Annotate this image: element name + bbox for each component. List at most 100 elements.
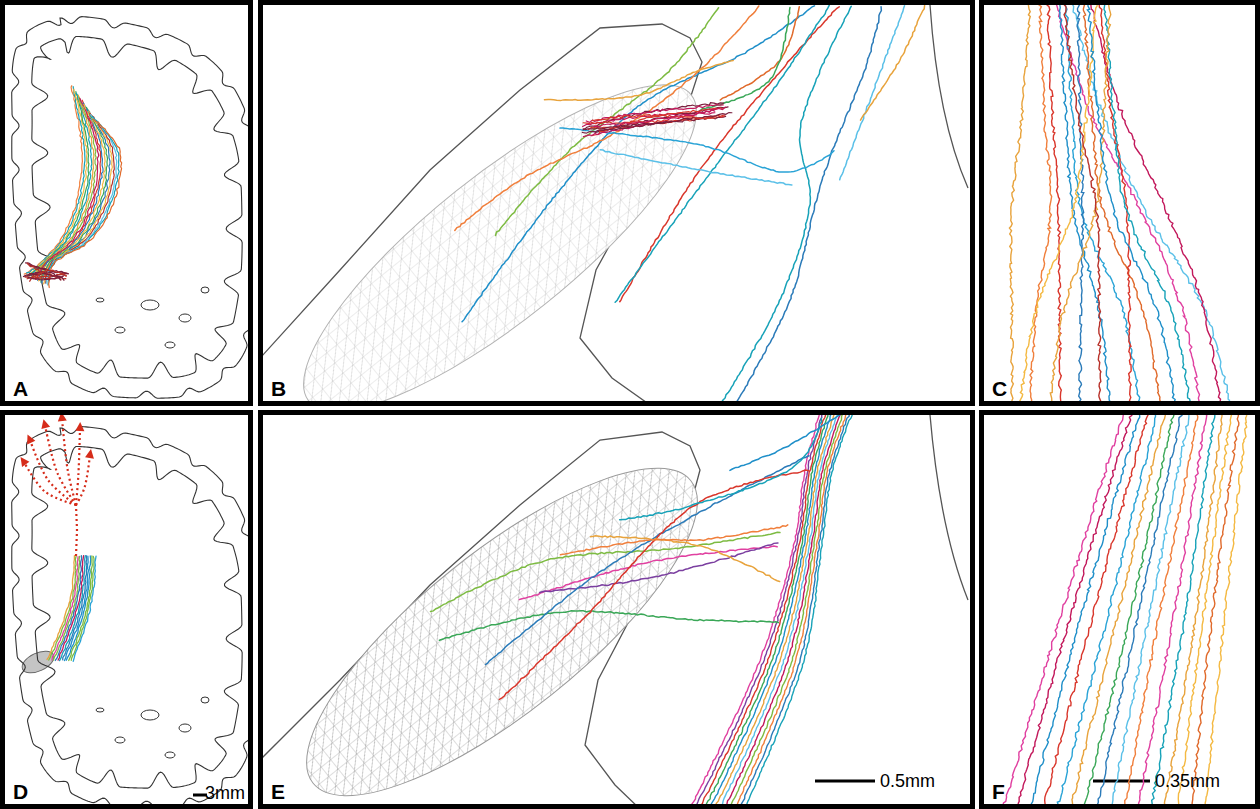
- fiber-tract: [620, 418, 822, 520]
- ventricle-outline: [179, 314, 191, 322]
- fiber-tract: [544, 60, 733, 100]
- ventricle-outline: [179, 724, 191, 732]
- scale-bar-label: 0.5mm: [880, 772, 935, 790]
- fiber-tract: [1047, 5, 1061, 401]
- fiber-tract: [840, 6, 905, 180]
- fiber-tract: [700, 7, 790, 110]
- fiber-tract: [41, 107, 108, 282]
- structure-outline: [930, 5, 968, 188]
- panel-letter: D: [13, 781, 28, 802]
- projection-arrowhead: [75, 422, 84, 431]
- projection-arrowhead: [27, 435, 35, 445]
- projection-arrowhead: [85, 449, 94, 459]
- projection-arrowhead: [58, 415, 67, 421]
- scale-bar: [1093, 780, 1150, 783]
- fiber-tract: [1099, 5, 1131, 401]
- structure-outline: [930, 415, 968, 600]
- panel-e-drawing: [431, 415, 853, 804]
- fiber-tract: [1104, 5, 1191, 401]
- brain-contour: [32, 36, 242, 378]
- fiber-tract: [39, 104, 106, 281]
- ventricle-outline: [96, 708, 104, 712]
- panel-a-drawing: [12, 17, 248, 399]
- fiber-tract: [439, 611, 778, 641]
- panel-b-drawing: [455, 5, 925, 401]
- projection-dotted-line: [62, 418, 76, 505]
- projection-arrowhead: [41, 419, 50, 429]
- figure-panel: F 0.35mm: [979, 410, 1260, 809]
- scale-bar-label: 0.35mm: [1155, 772, 1220, 790]
- brain-contour: [12, 427, 248, 804]
- fiber-tract: [1163, 415, 1223, 804]
- panel-letter: E: [271, 781, 285, 802]
- fiber-tract: [42, 109, 110, 283]
- projection-dotted-line: [30, 440, 76, 505]
- projection-dotted-line: [45, 425, 76, 505]
- panel-d-drawing: [12, 415, 248, 804]
- fiber-tract: [455, 6, 759, 230]
- fiber-tract: [1009, 5, 1031, 401]
- fiber-tract: [720, 7, 799, 100]
- fiber-tract: [860, 6, 924, 121]
- projection-dotted-line: [76, 428, 80, 505]
- panel-letter: C: [992, 378, 1007, 399]
- fiber-tract: [729, 415, 843, 804]
- fiber-tract: [1097, 415, 1182, 804]
- fiber-tract: [1050, 5, 1110, 401]
- fiber-tract: [583, 103, 723, 130]
- brain-contour: [12, 17, 248, 399]
- fiber-tract: [462, 6, 814, 322]
- fiber-tract: [1177, 415, 1232, 804]
- fiber-tract: [718, 415, 838, 804]
- panel-letter: A: [13, 378, 28, 399]
- projection-dotted-line: [76, 455, 90, 505]
- fiber-tract: [24, 273, 64, 280]
- panel-letter: F: [992, 781, 1005, 802]
- panel-letter: B: [271, 378, 286, 399]
- fiber-tract: [27, 264, 68, 274]
- fiber-tract: [730, 415, 840, 470]
- fiber-tract: [560, 525, 787, 555]
- fiber-tract: [44, 111, 113, 284]
- fiber-tract: [45, 113, 114, 283]
- fiber-tract: [1020, 5, 1098, 401]
- ventricle-outline: [115, 327, 125, 333]
- ventricle-outline: [115, 737, 125, 743]
- fiber-tract: [1063, 5, 1101, 401]
- fiber-tract: [1056, 5, 1200, 401]
- fiber-tract: [1001, 415, 1123, 804]
- scale-bar: [815, 780, 875, 783]
- panel-c-drawing: [1009, 5, 1229, 401]
- ventricle-outline: [165, 342, 175, 348]
- figure-panel: C: [979, 0, 1260, 406]
- fiber-tract: [1087, 5, 1175, 401]
- fiber-tract: [1077, 5, 1084, 401]
- projection-arrowhead: [21, 457, 30, 467]
- figure-panel: A: [0, 0, 253, 406]
- fiber-tract: [594, 110, 715, 127]
- fiber-tract: [38, 103, 103, 280]
- fiber-tract: [736, 7, 882, 401]
- fiber-tract: [485, 456, 808, 665]
- ventricle-outline: [165, 752, 175, 758]
- ventricle-outline: [141, 710, 159, 720]
- ventricle-outline: [201, 697, 209, 703]
- fiber-tract: [431, 532, 780, 611]
- figure-panel: E 0.5mm: [258, 410, 975, 809]
- fiber-tract: [1015, 415, 1133, 804]
- fiber-tract: [540, 543, 778, 592]
- ventricle-outline: [141, 300, 159, 310]
- fiber-tract: [1089, 5, 1221, 401]
- fiber-tract: [582, 113, 732, 134]
- fiber-tract: [46, 115, 117, 284]
- scale-bar-label: 3mm: [205, 784, 245, 802]
- fiber-tract: [1069, 415, 1165, 804]
- fiber-tract: [583, 107, 725, 137]
- mesh-volume: [264, 39, 736, 401]
- panel-f-drawing: [1001, 415, 1248, 804]
- fiber-tract: [1190, 415, 1239, 804]
- fiber-tract: [600, 150, 792, 185]
- figure-panel: D 3mm: [0, 410, 253, 809]
- fiber-tract: [719, 6, 851, 401]
